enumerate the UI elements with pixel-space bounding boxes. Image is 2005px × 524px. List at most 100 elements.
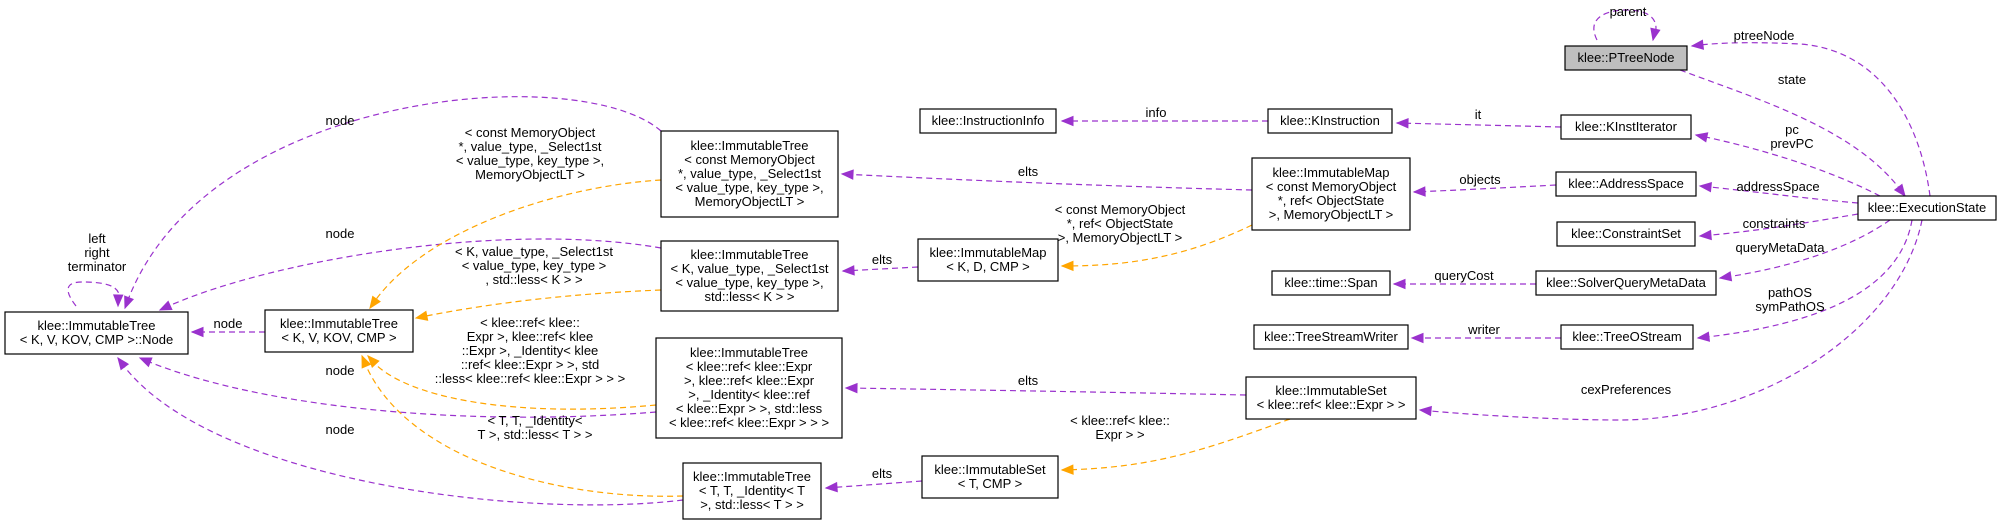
node-text-line: klee::ImmutableSet [1275,383,1387,398]
node-box [4,311,189,355]
edge-label-line: left [88,231,106,246]
node-text-line: klee::time::Span [1284,275,1377,290]
node-immutabletree-memobj[interactable]: klee::ImmutableTree< const MemoryObject*… [660,130,839,218]
edge-label-line: < const MemoryObject [465,125,596,140]
edge-label-line: Expr > > [1095,427,1144,442]
node-text-line: klee::KInstIterator [1575,119,1678,134]
node-box [1560,114,1692,140]
node-box [1560,324,1694,350]
edge-tmpl-tt [361,355,684,497]
node-text-line: klee::KInstruction [1280,113,1380,128]
node-treestreamwriter[interactable]: klee::TreeStreamWriter [1253,324,1409,350]
label-parent: parent [1610,4,1647,19]
edge-tmpl-set-arrowhead [1060,464,1074,475]
node-text-line: < value_type, key_type >, [675,180,823,195]
node-kinstruction[interactable]: klee::KInstruction [1267,108,1393,134]
edges-layer [67,9,1931,506]
edge-tmpl-tt-arrowhead [361,354,372,369]
node-text-line: *, value_type, _Select1st [678,166,821,181]
node-immutableset-expr[interactable]: klee::ImmutableSet< klee::ref< klee::Exp… [1245,376,1417,420]
edge-info-arrowhead [1060,115,1074,127]
node-immutabletree-kvkov[interactable]: klee::ImmutableTree< K, V, KOV, CMP > [264,309,414,353]
node-text-line: < K, value_type, _Select1st [671,261,829,276]
node-text-line: < T, T, _Identity< T [699,483,805,498]
edge-node-top-arrowhead [124,295,134,310]
node-immutabletree-expr[interactable]: klee::ImmutableTree< klee::ref< klee::Ex… [655,337,843,439]
label-it: it [1475,107,1482,122]
node-treeostream[interactable]: klee::TreeOStream [1560,324,1694,350]
edge-label-line: < T, T, _Identity< [488,413,583,428]
edge-tmpl-map-arrowhead [1060,260,1074,272]
edge-state-arrowhead [1893,183,1906,198]
node-immutabletree-kvalue[interactable]: klee::ImmutableTree< K, value_type, _Sel… [660,240,839,312]
edge-label-line: terminator [68,259,127,274]
edge-node-tt-arrowhead [117,356,130,371]
label-tmpl-kvalue: < K, value_type, _Select1st< value_type,… [455,244,613,287]
node-instructioninfo[interactable]: klee::InstructionInfo [919,108,1057,134]
node-immutablemap-memobj[interactable]: klee::ImmutableMap< const MemoryObject*,… [1251,157,1411,231]
label-node-kvkov: node [214,316,243,331]
edge-label-line: < const MemoryObject [1055,202,1186,217]
label-elts-tree-expr: elts [1018,373,1039,388]
edge-label-line: pathOS [1768,285,1812,300]
edge-label-line: node [326,422,355,437]
edge-label-line: ::ref< klee::Expr > >, std [461,357,599,372]
edge-node-expr [139,357,657,418]
label-querymetadata: queryMetaData [1736,240,1826,255]
node-text-line: klee::ImmutableMap [1272,165,1389,180]
node-immutabletree-tt[interactable]: klee::ImmutableTree< T, T, _Identity< T>… [682,462,822,520]
node-text-line: klee::ImmutableTree [690,247,808,262]
edge-label-line: ::Expr >, _Identity< klee [462,343,599,358]
edge-label-line: elts [872,252,893,267]
edge-querymetadata-arrowhead [1718,271,1733,282]
edge-pc [1695,134,1881,197]
node-addressspace[interactable]: klee::AddressSpace [1555,171,1697,197]
node-box [1253,324,1409,350]
node-span[interactable]: klee::time::Span [1271,270,1391,296]
node-ptreenode[interactable]: klee::PTreeNode [1564,45,1688,71]
edge-label-line: Expr >, klee::ref< klee [467,329,593,344]
node-text-line: klee::ImmutableSet [934,462,1046,477]
node-box [1555,171,1697,197]
node-immutablemap-kd[interactable]: klee::ImmutableMap< K, D, CMP > [917,238,1059,282]
node-immutabletree-node[interactable]: klee::ImmutableTree< K, V, KOV, CMP >::N… [4,311,189,355]
nodes-layer: klee::PTreeNodeklee::ExecutionStateklee:… [4,45,1997,520]
edge-label-line: cexPreferences [1581,382,1672,397]
edge-label-line: < value_type, key_type > [462,258,607,273]
edge-label-line: ptreeNode [1734,28,1795,43]
label-objects: objects [1459,172,1501,187]
edge-label-line: parent [1610,4,1647,19]
node-text-line: klee::InstructionInfo [932,113,1045,128]
node-box [264,309,414,353]
edge-label-line: prevPC [1770,136,1813,151]
edge-elts-tree-memobj [841,173,1253,191]
node-kinstiterator[interactable]: klee::KInstIterator [1560,114,1692,140]
edge-elts-tree-kvalue [842,266,919,272]
edge-node-kvkov-arrowhead [190,326,204,338]
node-constraintset[interactable]: klee::ConstraintSet [1556,221,1696,247]
node-executionstate[interactable]: klee::ExecutionState [1857,195,1997,221]
label-addressspace: addressSpace [1736,179,1819,194]
edge-label-line: right [84,245,110,260]
edge-label-line: elts [1018,373,1039,388]
edge-label-line: symPathOS [1755,299,1825,314]
label-tmpl-tt: < T, T, _Identity<T >, std::less< T > > [478,413,593,442]
edge-label-line: < K, value_type, _Select1st [455,244,613,259]
node-box [682,462,822,520]
edge-label-line: T >, std::less< T > > [478,427,593,442]
node-immutableset-tcmp[interactable]: klee::ImmutableSet< T, CMP > [921,455,1059,499]
node-text-line: klee::AddressSpace [1568,176,1684,191]
node-box [1857,195,1997,221]
node-text-line: klee::ConstraintSet [1571,226,1681,241]
node-solverquerymetadata[interactable]: klee::SolverQueryMetaData [1535,270,1717,296]
edge-pc-arrowhead [1694,132,1709,143]
node-box [921,455,1059,499]
node-box [917,238,1059,282]
edge-label-line: constraints [1743,216,1806,231]
node-text-line: klee::PTreeNode [1577,50,1674,65]
label-elts-tree-kvalue: elts [872,252,893,267]
